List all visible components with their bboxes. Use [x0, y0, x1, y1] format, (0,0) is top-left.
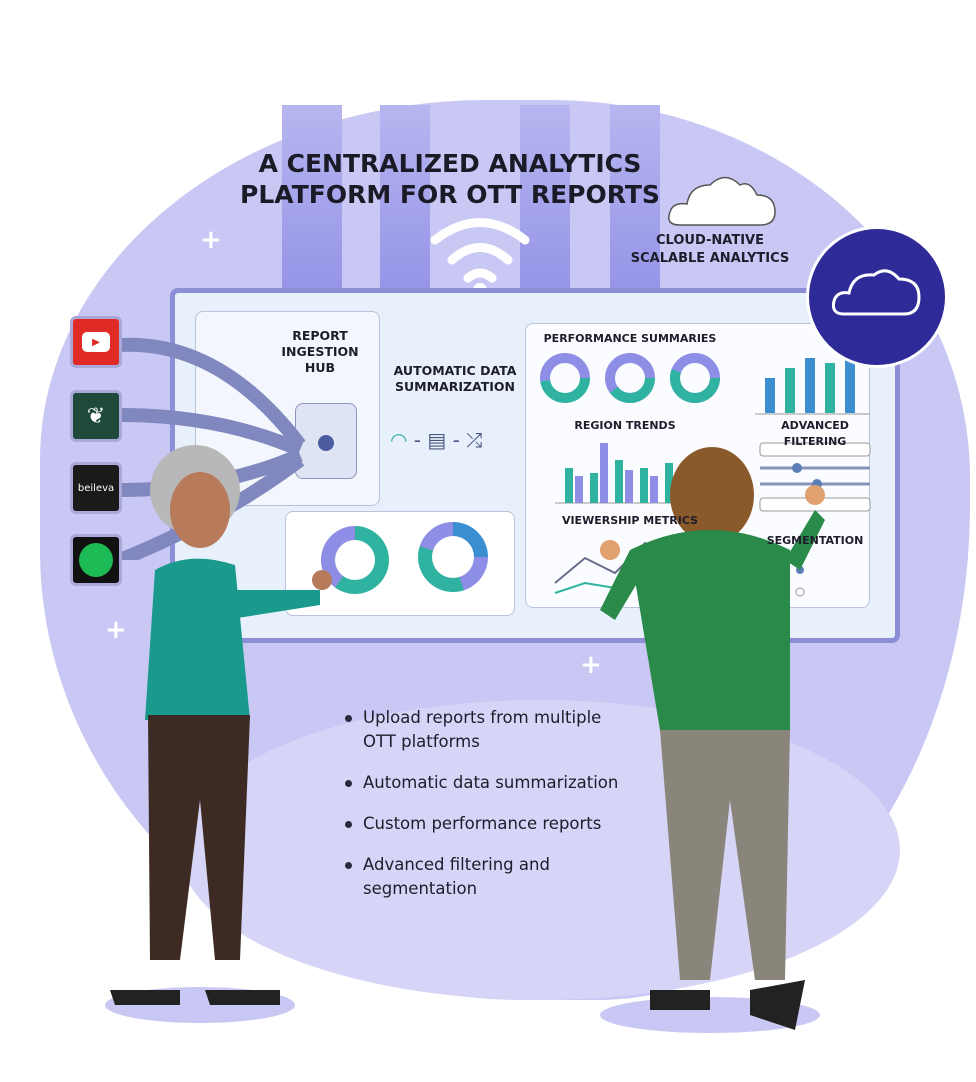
sparkle-plus: +: [580, 650, 602, 680]
donut-chart: [321, 526, 389, 594]
donut-chart: [418, 522, 488, 592]
ingestion-hub-label: REPORT INGESTION HUB: [281, 328, 359, 375]
segmentation-label: SEGMENTATION: [766, 534, 864, 547]
man-figure: [600, 447, 825, 1033]
mini-charts: [540, 353, 871, 597]
cloud-icon: [668, 176, 776, 226]
cloud-label: CLOUD-NATIVE SCALABLE ANALYTICS: [630, 233, 790, 266]
viewership-label: VIEWERSHIP METRICS: [561, 514, 699, 527]
dashboard-screen: REPORT INGESTION HUB AUTOMATIC DATA SUMM…: [170, 288, 900, 643]
jiosaavn-icon: ❦: [70, 390, 122, 442]
believe-icon: beileva: [70, 462, 122, 514]
region-label: REGION TRENDS: [574, 419, 676, 432]
spotify-icon: [70, 534, 122, 586]
cloud-bubble: [806, 226, 948, 368]
sparkle-plus: +: [200, 225, 222, 255]
performance-label: PERFORMANCE SUMMARIES: [543, 332, 717, 345]
shuffle-icon: ⤮: [466, 428, 483, 452]
donut-panel: [285, 511, 515, 616]
cloud-icon: [832, 269, 921, 316]
wifi-icon: [430, 218, 530, 297]
believe-logo-text: beileva: [77, 482, 115, 494]
stacked-bar-chart: [755, 353, 870, 415]
sparkle-plus: +: [105, 615, 127, 645]
performance-donuts: [540, 353, 720, 403]
document-icon: ▤: [427, 428, 447, 452]
page-title: A CENTRALIZED ANALYTICS PLATFORM FOR OTT…: [240, 149, 660, 209]
feature-item: Custom performance reports: [345, 812, 625, 836]
summarization-label: AUTOMATIC DATA SUMMARIZATION: [393, 363, 517, 394]
feature-item: Advanced filtering and segmentation: [345, 853, 625, 901]
feature-item: Upload reports from multiple OTT platfor…: [345, 706, 625, 754]
filtering-label: ADVANCED FILTERING: [781, 419, 849, 448]
youtube-icon: ▶: [70, 316, 122, 368]
feature-item: Automatic data summarization: [345, 771, 625, 795]
woman-figure: [105, 445, 332, 1023]
gauge-icon: ◠: [390, 428, 408, 452]
hub-node-icon: [318, 435, 334, 451]
feature-list: Upload reports from multiple OTT platfor…: [345, 706, 625, 918]
pipeline-icons: ◠ - ▤ - ⤮: [390, 428, 483, 452]
